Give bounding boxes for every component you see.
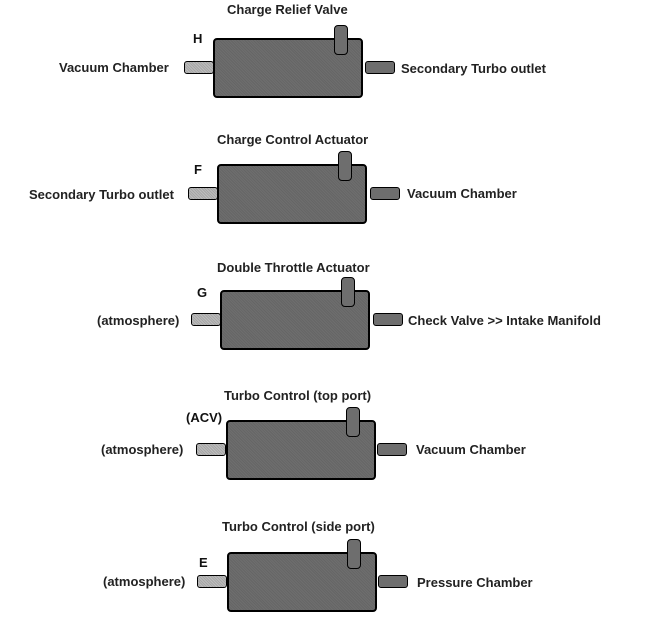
top-port <box>334 25 348 55</box>
top-port <box>346 407 360 437</box>
unit-letter: F <box>194 162 202 177</box>
unit-title: Double Throttle Actuator <box>217 260 370 275</box>
actuator-body <box>227 552 377 612</box>
unit-title: Turbo Control (side port) <box>222 519 375 534</box>
right-port-label: Vacuum Chamber <box>407 186 517 201</box>
left-port <box>197 575 227 588</box>
top-port <box>338 151 352 181</box>
right-port <box>373 313 403 326</box>
top-port <box>341 277 355 307</box>
valve-unit-charge-control: Charge Control Actuator F Secondary Turb… <box>0 0 671 224</box>
left-port-label: Vacuum Chamber <box>59 60 169 75</box>
valve-unit-double-throttle: Double Throttle Actuator G (atmosphere) … <box>0 0 671 350</box>
left-port <box>184 61 214 74</box>
top-port <box>347 539 361 569</box>
unit-letter: G <box>197 285 208 300</box>
right-port <box>365 61 395 74</box>
right-port <box>377 443 407 456</box>
right-port <box>378 575 408 588</box>
left-port-label: (atmosphere) <box>97 313 180 328</box>
left-port-label: Secondary Turbo outlet <box>29 187 174 202</box>
valve-unit-turbo-top: Turbo Control (top port) (ACV) (atmosphe… <box>0 0 671 480</box>
left-port <box>188 187 218 200</box>
unit-letter: E <box>199 555 208 570</box>
right-port <box>370 187 400 200</box>
right-port-label: Secondary Turbo outlet <box>401 61 546 76</box>
left-port-label: (atmosphere) <box>101 442 184 457</box>
unit-letter: H <box>193 31 203 46</box>
valve-unit-charge-relief: Charge Relief Valve H Vacuum Chamber Sec… <box>0 0 671 124</box>
unit-letter: (ACV) <box>186 410 223 425</box>
left-port-label: (atmosphere) <box>103 574 186 589</box>
right-port-label: Check Valve >> Intake Manifold <box>408 313 601 328</box>
unit-title: Charge Relief Valve <box>227 2 348 17</box>
actuator-body <box>217 164 367 224</box>
right-port-label: Pressure Chamber <box>417 575 533 590</box>
right-port-label: Vacuum Chamber <box>416 442 526 457</box>
unit-title: Charge Control Actuator <box>217 132 369 147</box>
unit-title: Turbo Control (top port) <box>224 388 372 403</box>
left-port <box>191 313 221 326</box>
left-port <box>196 443 226 456</box>
